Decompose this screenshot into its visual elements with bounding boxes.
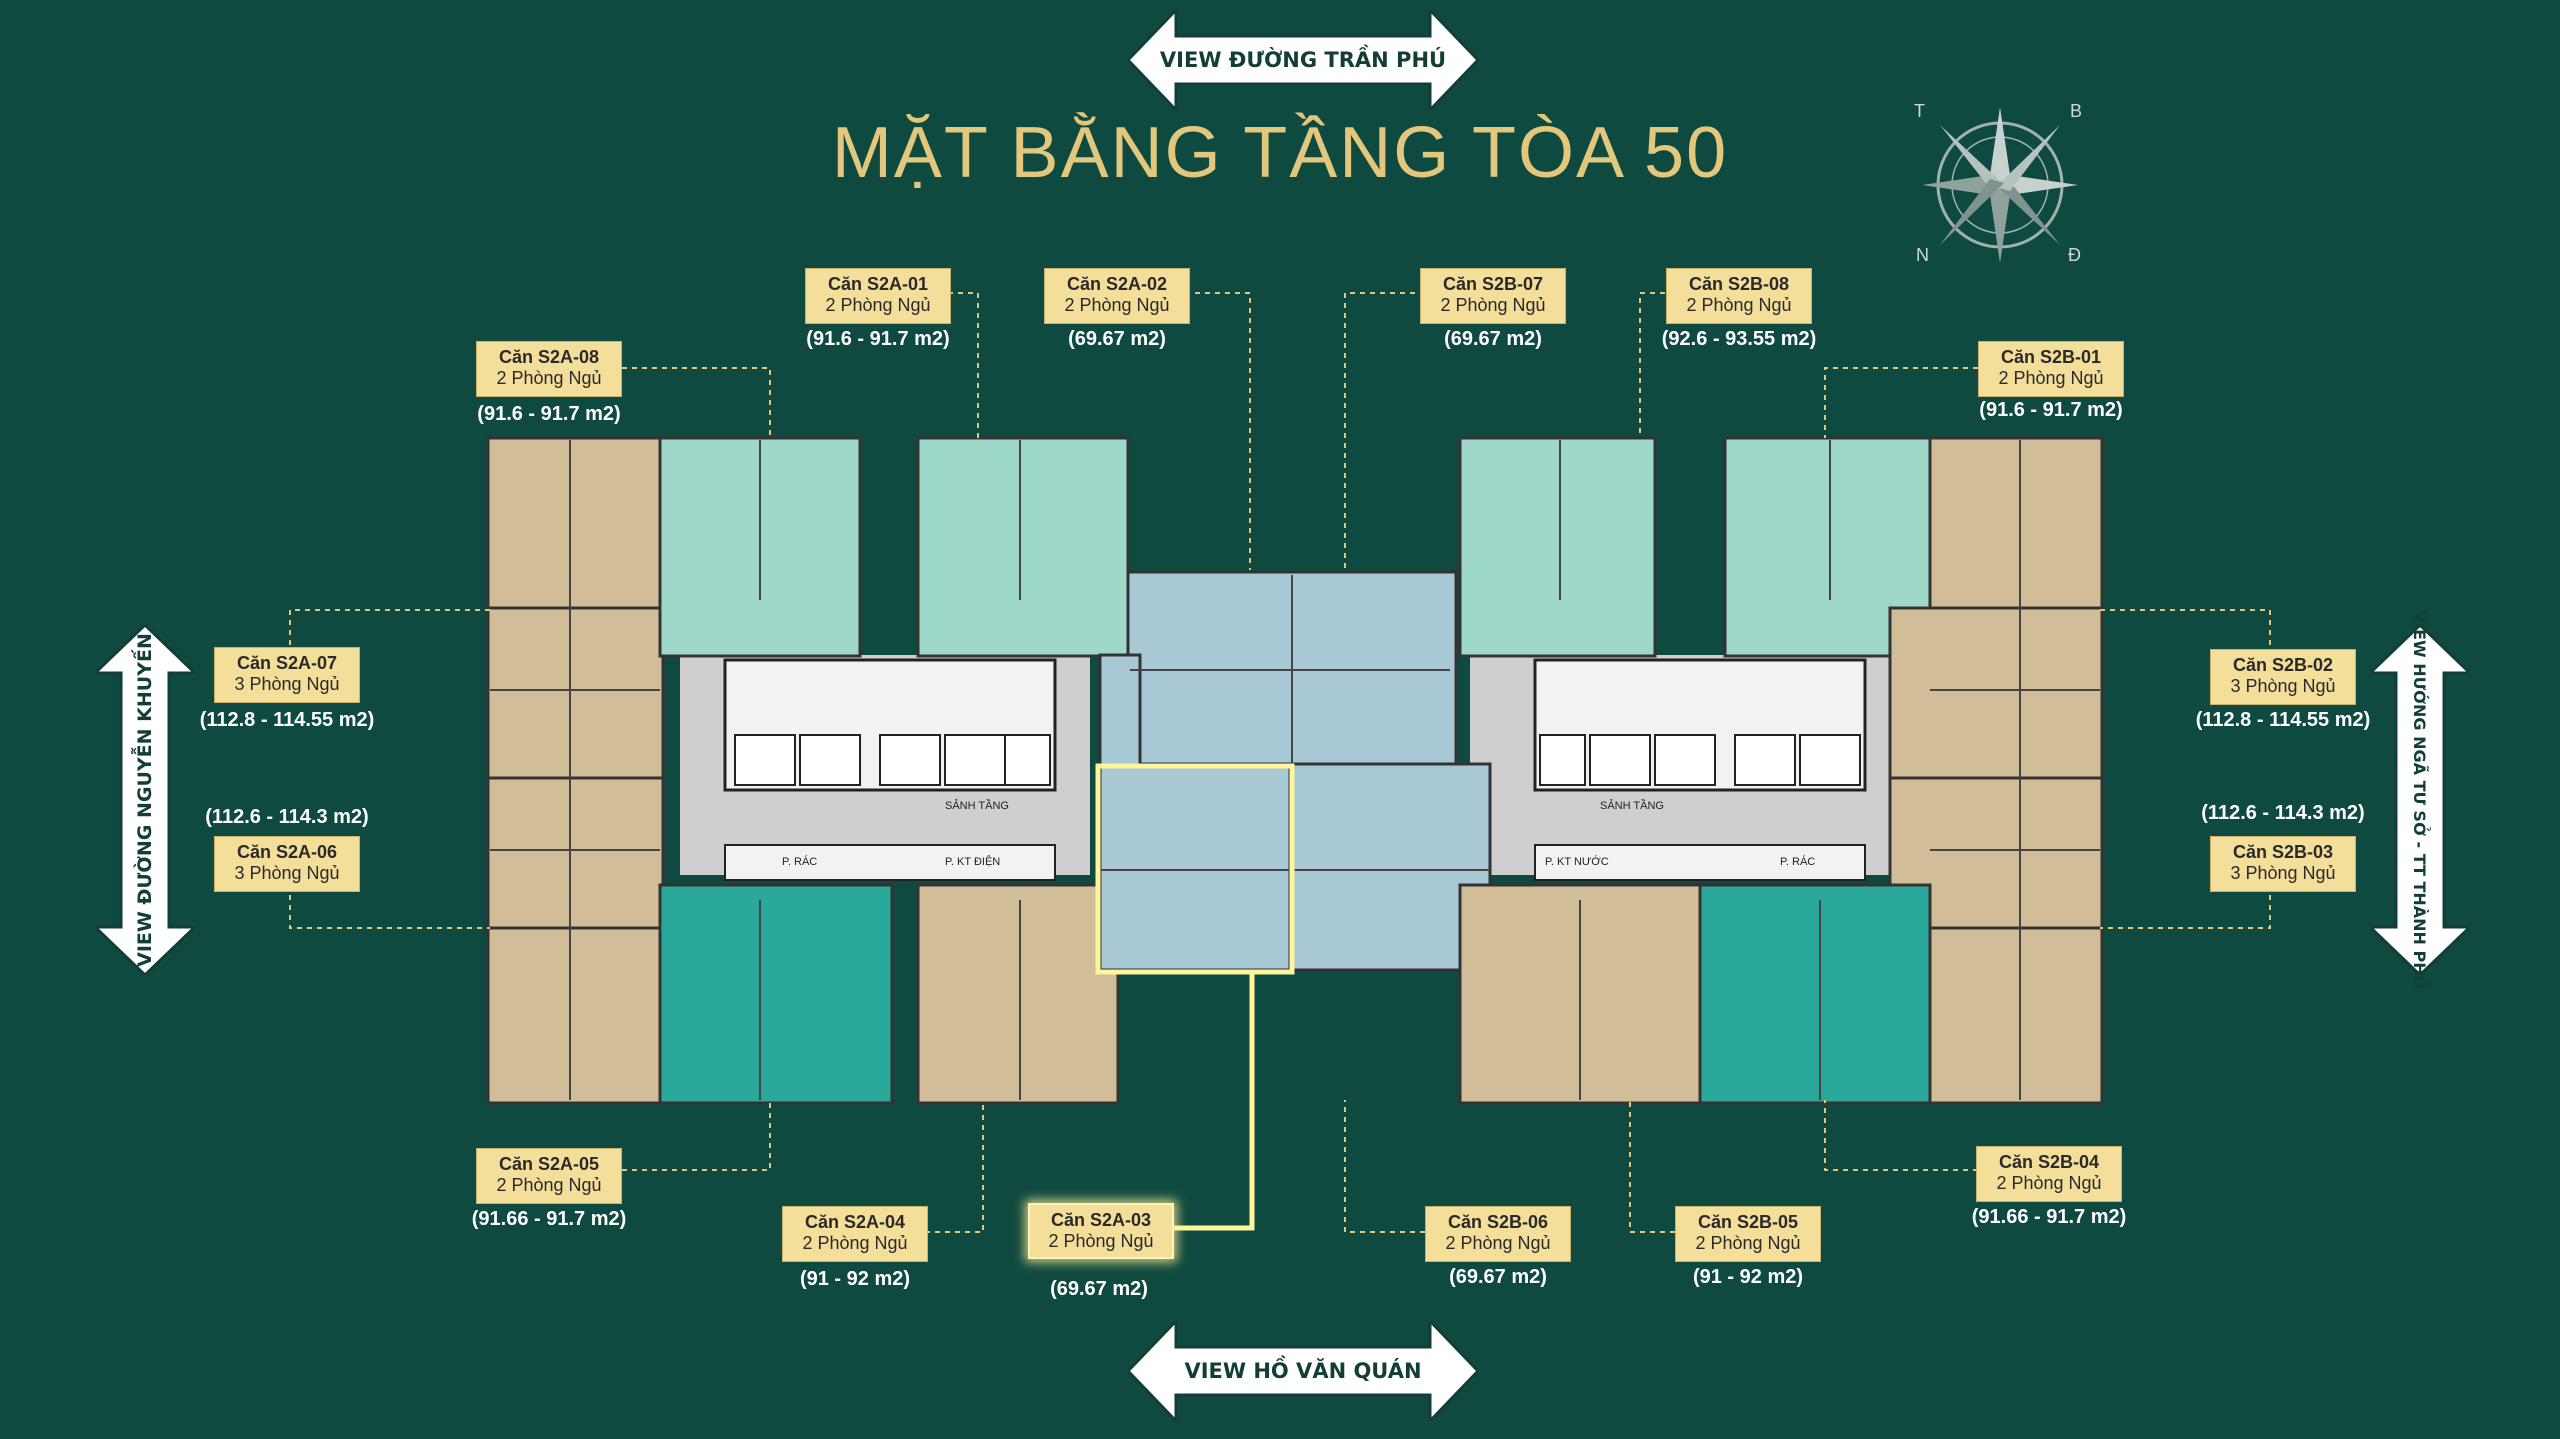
compass-south-letter: Đ: [2068, 245, 2081, 265]
unit-area-S2B-03: (112.6 - 114.3 m2): [2201, 802, 2365, 824]
unit-area-S2B-08: (92.6 - 93.55 m2): [1661, 328, 1817, 350]
label-elec-left: P. KT ĐIỆN: [945, 856, 1001, 868]
unit-area-S2A-02: (69.67 m2): [1068, 328, 1166, 350]
compass-north-letter: T: [1914, 101, 1925, 121]
unit-S2B-02: [1888, 606, 2104, 780]
unit-S2A-06: [486, 776, 665, 930]
service-right: [1534, 844, 1866, 881]
unit-area-S2A-06: (112.6 - 114.3 m2): [205, 806, 369, 828]
interior-walls: [490, 440, 2100, 1100]
unit-area-S2B-01: (91.6 - 91.7 m2): [1979, 399, 2123, 421]
unit-area-S2A-05: (91.66 - 91.7 m2): [471, 1208, 627, 1230]
compass: T B N Đ: [1900, 95, 2100, 275]
view-top-label: VIEW ĐƯỜNG TRẦN PHÚ: [1159, 48, 1447, 72]
unit-S2A-07: [486, 606, 665, 780]
unit-S2B-04: [1928, 926, 2104, 1105]
label-trash-right: P. RÁC: [1780, 856, 1816, 868]
unit-center-left: [1098, 653, 1142, 767]
unit-area-S2B-04: (91.66 - 91.7 m2): [1971, 1206, 2127, 1228]
view-arrow-left: VIEW ĐƯỜNG NGUYỄN KHUYẾN: [91, 622, 199, 978]
unit-area-S2A-07: (112.8 - 114.55 m2): [199, 709, 375, 731]
service-left: [724, 844, 1056, 881]
label-lobby-left: SẢNH TẦNG: [945, 800, 1009, 812]
label-lobby-right: SẢNH TẦNG: [1600, 800, 1664, 812]
unit-S2A-03: [1098, 762, 1292, 972]
unit-area-S2A-01: (91.6 - 91.7 m2): [806, 328, 950, 350]
unit-S2A-02: [916, 436, 1130, 658]
page-title: MẶT BẰNG TẦNG TÒA 50: [831, 113, 1729, 193]
elevators-left: [734, 734, 1051, 786]
unit-S2A-05: [486, 926, 662, 1105]
unit-S2A-04-teal: [658, 883, 894, 1105]
unit-area-S2A-04: (91 - 92 m2): [799, 1268, 911, 1290]
unit-area-S2B-05: (91 - 92 m2): [1692, 1266, 1804, 1288]
view-bottom-label: VIEW HỒ VĂN QUÁN: [1184, 1359, 1422, 1383]
unit-area-S2B-06: (69.67 m2): [1449, 1266, 1547, 1288]
compass-east-letter: B: [2070, 101, 2083, 121]
unit-area-S2B-02: (112.8 - 114.55 m2): [2195, 709, 2371, 731]
unit-area-S2A-08: (91.6 - 91.7 m2): [477, 403, 621, 425]
elevators-right: [1539, 734, 1861, 786]
view-arrow-bottom: VIEW HỒ VĂN QUÁN: [1125, 1317, 1481, 1425]
unit-area-S2B-07: (69.67 m2): [1444, 328, 1542, 350]
unit-S2A-08: [486, 436, 662, 610]
label-trash-left: P. RÁC: [782, 856, 818, 868]
unit-S2B-01: [1928, 436, 2104, 610]
compass-rose-icon: [1922, 107, 2078, 263]
unit-S2B-05: [1698, 883, 1932, 1105]
highlight-S2A-03: [1095, 763, 1295, 975]
label-water-right: P. KT NƯỚC: [1545, 856, 1609, 868]
unit-S2A-04: [916, 883, 1120, 1105]
compass-west-letter: N: [1916, 245, 1929, 265]
highlight-connector: [1168, 972, 1255, 1231]
view-arrow-right: VIEW HƯỚNG NGÃ TƯ SỞ - TT THÀNH PHỐ: [2366, 611, 2474, 989]
unit-S2B-07: [1458, 436, 1657, 658]
unit-area-S2A-03: (69.67 m2): [1050, 1278, 1148, 1300]
